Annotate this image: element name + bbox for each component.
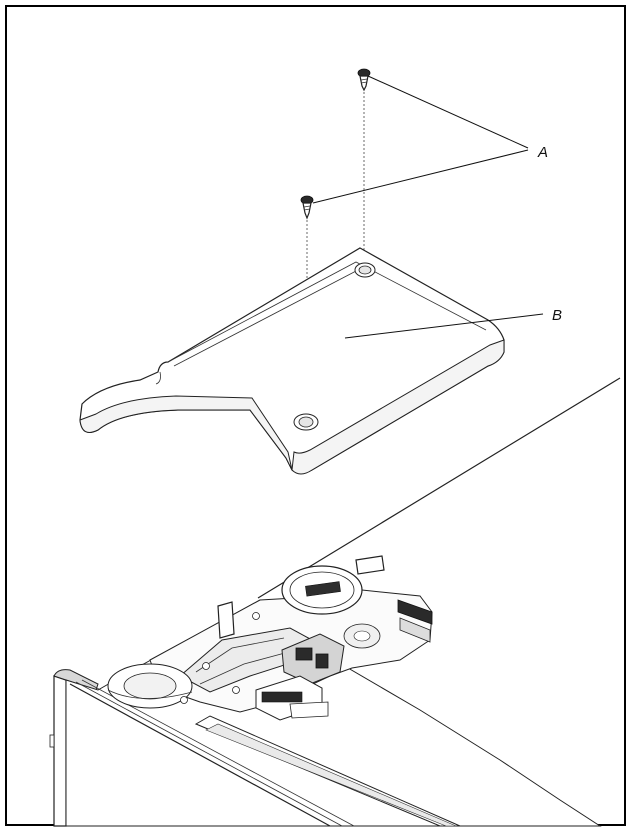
- screw-upper: [357, 68, 371, 92]
- leader-a-upper: [367, 75, 529, 149]
- drive-mechanism: [107, 555, 433, 721]
- chassis-edge: [257, 377, 621, 599]
- screw-lower: [300, 195, 314, 220]
- callout-label-a: A: [537, 144, 548, 161]
- cover-plate: [79, 247, 505, 475]
- leader-b: [344, 313, 544, 339]
- leader-a-lower: [312, 149, 529, 204]
- callout-label-b: B: [552, 307, 562, 324]
